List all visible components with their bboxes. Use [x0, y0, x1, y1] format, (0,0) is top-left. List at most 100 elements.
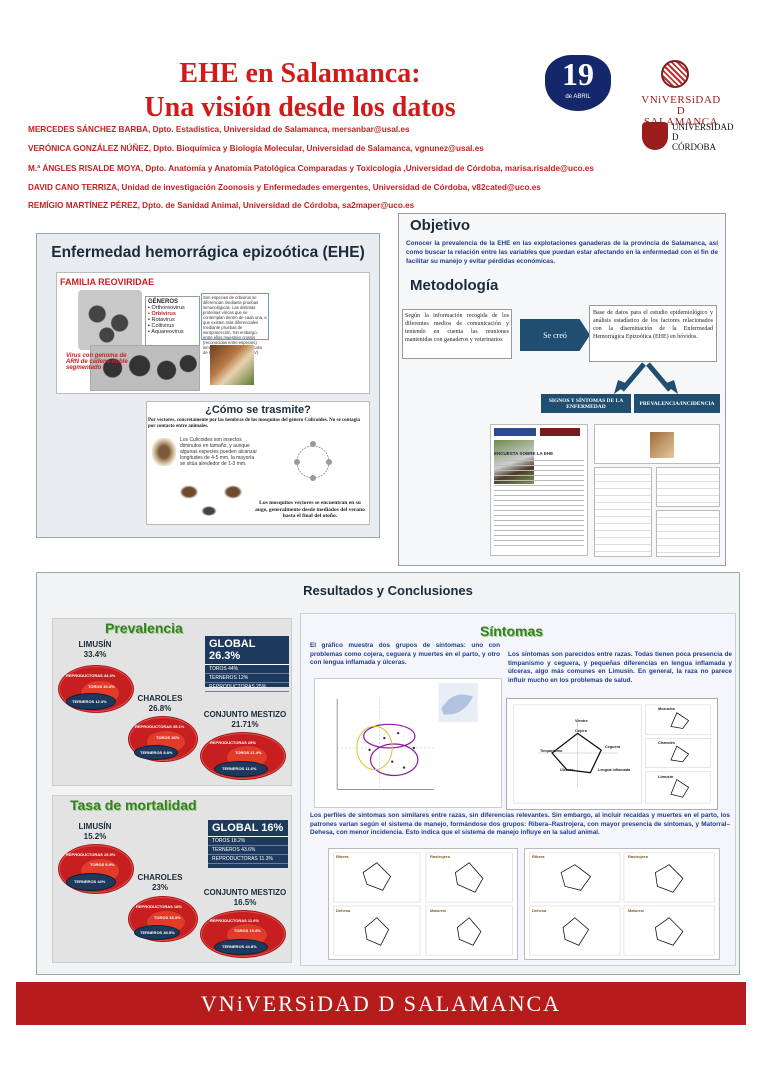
radar-label-cojera: Cojera — [575, 729, 587, 733]
signos-sintomas-box: SIGNOS Y SÍNTOMAS DE LA ENFERMEDAD — [541, 394, 631, 413]
survey-page-3 — [594, 467, 652, 557]
radar-limusin-label: Limusín — [658, 774, 674, 779]
prevalencia-limusin-terneros: TERNEROS 12.3% — [72, 699, 107, 704]
se-creo-arrow: Se creó — [520, 319, 590, 351]
poster-title-line2: Una visión desde los datos — [144, 92, 456, 123]
prevalencia-mestizo-reprod: REPRODUCTORAS 29% — [210, 740, 256, 745]
resultados-title: Resultados y Conclusiones — [303, 583, 473, 598]
radar-manejo-panel-2 — [524, 848, 720, 960]
mortalidad-limusin-reprod: REPRODUCTORAS 19.9% — [66, 852, 116, 857]
prevalencia-title: Prevalencia — [105, 620, 183, 636]
radar-label-timpanismo: Timpanismo — [540, 749, 563, 753]
sintomas-biplot — [314, 678, 502, 808]
trasmision-box — [146, 401, 370, 525]
mortalidad-limusin-terneros: TERNEROS 44% — [74, 879, 106, 884]
mortalidad-mestizo-reprod: REPRODUCTORAS 11.6% — [210, 918, 260, 923]
prevalencia-mestizo-terneros: TERNEROS 11.6% — [222, 766, 257, 771]
virus-micrograph-2 — [90, 345, 200, 391]
survey-page-2-photo — [650, 432, 674, 458]
genero-1: ▪ Orthoreovirus — [148, 305, 185, 311]
survey-page-5 — [656, 510, 720, 557]
split-arrows-icon — [614, 362, 678, 394]
mosquitos-text: Los mosquitos vectores se encuentran en … — [255, 500, 365, 519]
radar-manejo-panel-1 — [328, 848, 518, 960]
prevalencia-charoles-toros: TOROS 26% — [156, 735, 180, 740]
mortalidad-charoles-terneros: TERNEROS 38.5% — [140, 930, 175, 935]
sintomas-text-2: Los síntomas son parecidos entre razas. … — [508, 651, 732, 684]
mortalidad-title: Tasa de mortalidad — [70, 797, 197, 813]
radar-label-vientre: Vientre — [575, 719, 588, 723]
radar-morucha-label: Morucha — [658, 706, 675, 711]
radar-breeds-panel — [506, 698, 718, 810]
generos-description: Son especies de orbivirus se diferencian… — [201, 293, 269, 355]
survey-title: ENCUESTA SOBRE LA EHE — [494, 451, 554, 456]
genero-2: ▪ Orbivirus — [148, 311, 176, 317]
survey-page-4 — [656, 467, 720, 507]
familia-title: FAMILIA REOVIRIDAE — [60, 277, 155, 287]
usal-seal-icon — [661, 60, 689, 88]
prevalencia-global-box: GLOBAL 26.3% TOROS 44% TERNEROS 12% REPR… — [205, 636, 289, 692]
culicoides-text: Los Culicoides son insectos diminutos en… — [180, 437, 257, 467]
mortalidad-mestizo-terneros: TERNEROS 44.8% — [222, 944, 257, 949]
genero-3: ▪ Rotavirus — [148, 317, 175, 323]
poster-title-line1: EHE en Salamanca: — [179, 58, 421, 89]
prevalencia-limusin-toros: TOROS 33.3% — [88, 684, 115, 689]
prevalencia-limusin-inner — [66, 693, 116, 710]
radar-label-ceguera: Ceguera — [605, 745, 621, 749]
mortalidad-limusin-toros: TOROS 5.9% — [90, 862, 115, 867]
prevalencia-limusin-reprod: REPRODUCTORAS 44.3% — [66, 673, 116, 678]
prevalencia-charoles-inner — [134, 745, 178, 760]
prevalencia-mestizo-toros: TOROS 21.4% — [235, 750, 262, 755]
culicoides-icon — [152, 438, 176, 466]
survey-logo-usal — [494, 428, 536, 436]
manejo2-ribera-label: Ribera — [532, 854, 545, 859]
manejo-dehesa-label: Dehesa — [336, 908, 351, 913]
objetivo-text: Conocer la prevalencia de la EHE en las … — [406, 240, 718, 265]
mortalidad-charoles-inner — [134, 925, 180, 940]
radar-charoles-label: Charolés — [658, 740, 676, 745]
author-4: DAVID CANO TERRIZA, Unidad de investigac… — [28, 183, 541, 192]
ehe-title: Enfermedad hemorrágica epizoótica (EHE) — [51, 244, 365, 261]
sintomas-title: Síntomas — [480, 623, 544, 639]
mortalidad-mestizo-toros: TOROS 15.4% — [234, 928, 261, 933]
cow-silhouette-icon — [200, 505, 218, 517]
sick-cow-photo — [210, 345, 254, 385]
transmission-cycle-diagram — [294, 441, 332, 481]
mortalidad-charoles-toros: TOROS 33.3% — [154, 915, 181, 920]
metodologia-database-box: Base de datos para el estudio epidemioló… — [589, 305, 717, 362]
sintomas-text-3: Los perfiles de síntomas son similares e… — [310, 812, 730, 837]
survey-text-lines — [494, 460, 584, 550]
sintomas-text-1: El gráfico muestra dos grupos de síntoma… — [310, 642, 500, 667]
prevalencia-charoles-reprod: REPRODUCTORAS 35.1% — [135, 724, 185, 729]
genero-5: ▪ Aquareovirus — [148, 329, 184, 335]
mortalidad-limusin-inner — [66, 873, 116, 891]
manejo-matorral-label: Matorral — [430, 908, 446, 913]
radar-label-lengua: Lengua inflamada — [598, 768, 631, 772]
manejo2-rastrojera-label: Rastrojera — [628, 854, 648, 859]
generos-box: GÉNEROS ▪ Orthoreovirus ▪ Orbivirus ▪ Ro… — [145, 296, 200, 346]
author-3: M.ª ÁNGLES RISALDE MOYA, Dpto. Anatomía … — [28, 164, 594, 173]
manejo-rastrojera-label: Rastrojera — [430, 854, 450, 859]
manejo2-dehesa-label: Dehesa — [532, 908, 547, 913]
cow-silhouette-icon — [222, 484, 244, 500]
footer-banner: VNiVERSiDAD D SALAMANCA — [16, 982, 746, 1025]
metodologia-source-box: Según la información recogida de los dif… — [402, 309, 512, 359]
manejo2-matorral-label: Matorral — [628, 908, 644, 913]
author-5: REMÍGIO MARTÍNEZ PÉREZ, Dpto. de Sanidad… — [28, 201, 415, 210]
author-1: MERCEDES SÁNCHEZ BARBA, Dpto. Estadístic… — [28, 125, 410, 134]
prevalencia-mestizo-inner — [214, 761, 268, 777]
metodologia-title: Metodología — [410, 277, 499, 294]
virus-caption: Virus con genoma de ARN de cadena doble … — [66, 353, 128, 371]
virus-micrograph-1 — [78, 290, 142, 350]
radar-label-ulceras: Úlceras — [560, 768, 574, 772]
prevalencia-charoles-terneros: TERNEROS 8.8% — [140, 750, 173, 755]
cow-silhouette-icon — [178, 484, 200, 500]
manejo-ribera-label: Ribera — [336, 854, 349, 859]
mortalidad-global-box: GLOBAL 16% TOROS 18.2% TERNEROS 43.6% RE… — [208, 820, 288, 868]
prevalencia-incidencia-box: PREVALENCIA/INCIDENCIA — [634, 394, 720, 413]
